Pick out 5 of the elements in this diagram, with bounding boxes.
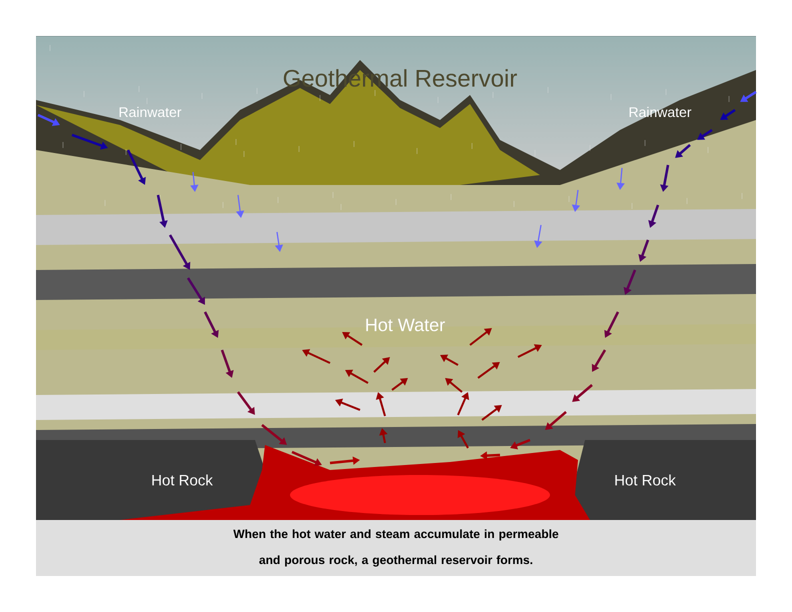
caption-box: When the hot water and steam accumulate in permeable and porous rock, a geothermal reservoir forms. bbox=[36, 520, 756, 576]
label: Hot Rock bbox=[615, 474, 676, 486]
label: Hot Rock bbox=[152, 474, 213, 486]
label: Rainwater bbox=[120, 106, 182, 118]
label: Hot Water bbox=[366, 318, 445, 332]
